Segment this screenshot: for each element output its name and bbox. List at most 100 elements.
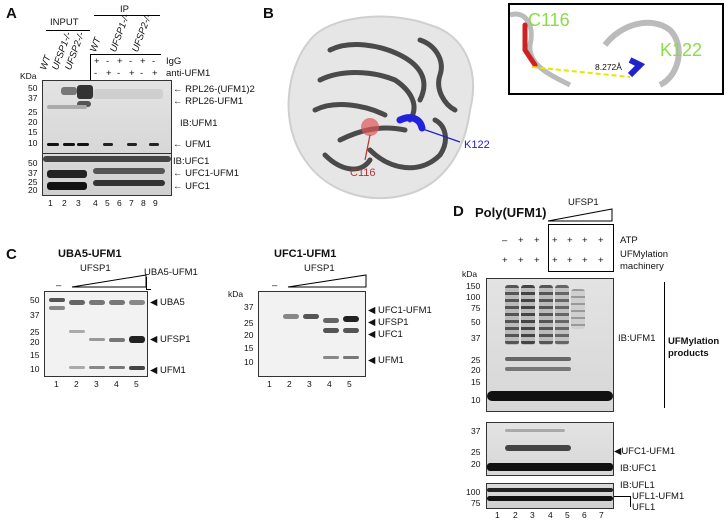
c116-highlight: [361, 118, 379, 136]
lane-d-1: 1: [495, 510, 500, 520]
label-ib-ufc1-a: IB:UFC1: [173, 156, 210, 167]
ribbon-strand: [312, 102, 388, 118]
input-bracket: [46, 30, 90, 31]
label-ufl1-d: UFL1: [632, 502, 656, 513]
lane-d-4: 4: [548, 510, 553, 520]
label-rpl26-ufm1-2: ← RPL26-(UFM1)2: [173, 84, 255, 95]
kda-label-d: kDa: [462, 269, 478, 279]
mach-sign-3: +: [534, 255, 540, 266]
marker-a2-25: 25: [28, 177, 38, 187]
marker-d-15: 15: [471, 377, 481, 387]
protein-surface: [287, 15, 475, 200]
ip-sign-grid: [90, 54, 161, 81]
igg-sign-1: +: [94, 56, 100, 67]
ribbon-loop: [367, 117, 448, 171]
marker-cr-25: 25: [244, 318, 254, 328]
lane-d-5: 5: [565, 510, 570, 520]
mach-sign-6: +: [582, 255, 588, 266]
lane-a-1: 1: [48, 198, 53, 208]
lane-a-6: 6: [117, 198, 122, 208]
label-ufc1-cr-text: UFC1: [377, 329, 403, 340]
anti-sign-5: -: [140, 68, 144, 79]
panel-c-label: C: [6, 246, 17, 263]
lane-cr-5: 5: [347, 379, 352, 389]
marker-cr-20: 20: [244, 330, 254, 340]
label-ufl1-ufm1-d: UFL1-UFM1: [632, 491, 685, 502]
panel-c-right-title: UFC1-UFM1: [274, 248, 337, 260]
marker-cl-15: 15: [30, 350, 40, 360]
panel-c-left-substrate: UBA5-UFM1: [144, 267, 198, 278]
marker-d3-100: 100: [466, 487, 481, 497]
products-label-2: products: [668, 348, 709, 359]
label-uba5-text: UBA5: [159, 297, 185, 308]
mach-sign-1: +: [502, 255, 508, 266]
label-ufc1-ufm1-a: ← UFC1-UFM1: [173, 168, 239, 179]
igg-sign-6: -: [152, 56, 156, 67]
gel-c-left: [44, 291, 148, 377]
marker-d-75: 75: [471, 303, 481, 313]
marker-d-37: 37: [471, 333, 481, 343]
lane-cl-4: 4: [114, 379, 119, 389]
atp-sign-5: +: [567, 235, 573, 246]
inset-c116: C116: [528, 10, 570, 30]
marker-cl-10: 10: [30, 364, 40, 374]
ribbon-strand: [317, 70, 417, 123]
panel-c-left-bracket: [146, 277, 151, 290]
panel-c-left-wedge: [71, 274, 147, 288]
kda-label-cr: kDa: [228, 289, 244, 299]
lane-d-6: 6: [582, 510, 587, 520]
lane-d-2: 2: [513, 510, 518, 520]
machinery-label-2: machinery: [620, 261, 664, 272]
atp-sign-6: +: [582, 235, 588, 246]
mach-sign-4: +: [552, 255, 558, 266]
label-ufc1-a: ← UFC1: [173, 181, 210, 192]
marker-a-37: 37: [28, 93, 38, 103]
label-ufsp1-cr-text: UFSP1: [377, 317, 409, 328]
lane-d-3: 3: [530, 510, 535, 520]
panel-d-ufsp1: UFSP1: [568, 197, 599, 208]
blot-d-ufl1: [486, 483, 614, 509]
mach-sign-2: +: [518, 255, 524, 266]
lane-cr-1: 1: [267, 379, 272, 389]
blot-a-ufm1: [42, 80, 172, 154]
label-ufm1-cr: ◀ UFM1: [368, 355, 404, 366]
lane-a-4: 4: [93, 198, 98, 208]
atp-sign-1: –: [502, 235, 508, 246]
igg-label: IgG: [166, 56, 182, 67]
panel-c-right-dash: –: [272, 280, 278, 291]
label-rpl26-ufm1-text: RPL26-UFM1: [185, 96, 244, 107]
protein-structure: [287, 15, 475, 200]
label-ufm1-a: ← UFM1: [173, 139, 212, 150]
atp-sign-7: +: [598, 235, 604, 246]
label-uba5: ◀ UBA5: [150, 297, 185, 308]
lane-cl-3: 3: [94, 379, 99, 389]
igg-sign-4: -: [129, 56, 133, 67]
panel-d-ufsp1-box: [548, 224, 614, 272]
label-rpl26-ufm1-2-text: RPL26-(UFM1)2: [185, 84, 255, 95]
lane-cl-5: 5: [134, 379, 139, 389]
marker-cl-50: 50: [30, 295, 40, 305]
anti-sign-4: +: [129, 68, 135, 79]
marker-a-25: 25: [28, 107, 38, 117]
residue-c116: C116: [350, 167, 376, 179]
label-ufsp1-cr: ◀ UFSP1: [368, 317, 409, 328]
ip-header: IP: [120, 4, 129, 15]
marker-cl-25: 25: [30, 327, 40, 337]
k122-ribbon: [396, 114, 426, 132]
label-ufm1-cl-text: UFM1: [159, 365, 186, 376]
panel-c-left-ufsp1: UFSP1: [80, 263, 111, 274]
marker-d-100: 100: [466, 292, 481, 302]
distance-line: [531, 66, 631, 78]
residue-k122: K122: [464, 139, 490, 151]
label-ufc1-ufm1-cr-text: UFC1-UFM1: [377, 305, 432, 316]
products-label-1: UFMylation: [668, 336, 720, 347]
lane-cl-2: 2: [74, 379, 79, 389]
label-ib-ufl1-d: IB:UFL1: [620, 480, 655, 491]
lane-a-2: 2: [62, 198, 67, 208]
marker-a-20: 20: [28, 117, 38, 127]
atp-label: ATP: [620, 235, 638, 246]
marker-d-50: 50: [471, 317, 481, 327]
marker-a2-37: 37: [28, 168, 38, 178]
anti-sign-1: -: [94, 68, 98, 79]
lane-group-wt-ip: WT: [88, 36, 104, 54]
